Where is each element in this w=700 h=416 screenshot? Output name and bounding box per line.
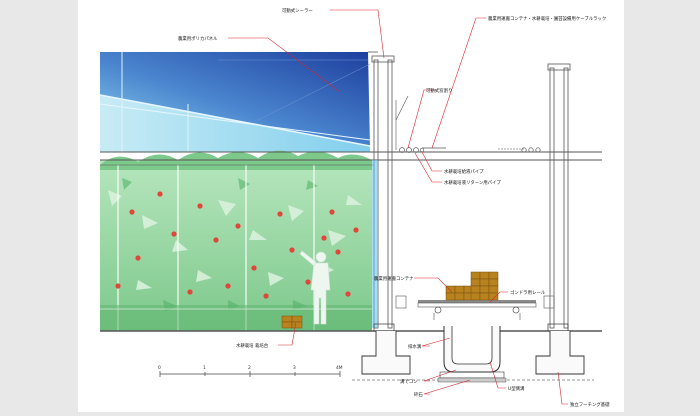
- scale-bar: 0 1 2 3 4M: [158, 365, 343, 377]
- bed-crates: [281, 315, 303, 329]
- label-return-pipe: 水耕栽培液リターン用パイプ: [444, 179, 501, 186]
- tomato-fruits: [115, 191, 359, 299]
- end-wall-glazing: [372, 160, 378, 328]
- leader-lines: [228, 9, 568, 405]
- scale-tick-1: 1: [203, 365, 206, 371]
- label-movable-shade: 可動式シーラー: [282, 7, 313, 14]
- label-polycarbonate-panel: 農業用ポリカパネル: [178, 35, 218, 42]
- label-hydroponic-bed: 水耕栽培 栽培台: [236, 342, 269, 349]
- scale-tick-3: 3: [293, 365, 296, 371]
- label-gravel: 砕石: [414, 391, 423, 398]
- gondola-cart: [395, 295, 555, 320]
- label-harvest-container: 農業用運搬コンテナ: [374, 275, 414, 282]
- label-irrigation-pipe: 水耕栽培給液パイプ: [444, 168, 484, 175]
- scale-tick-2: 2: [248, 365, 251, 371]
- scale-tick-0: 0: [158, 365, 161, 371]
- label-drain: 排水溝: [408, 343, 422, 350]
- label-gondola-rail: ゴンドラ用レール: [510, 289, 546, 296]
- harvest-crates: [445, 271, 499, 301]
- tomato-foliage: [100, 150, 372, 331]
- worker-silhouette: [299, 250, 331, 325]
- label-precast: 溝でコン: [400, 378, 418, 385]
- label-footing: 独立フーチング基礎: [570, 401, 610, 408]
- label-container-cable-rack: 農業用運搬コンテナ・水耕栽培・園芸設備用ケーブルラック: [488, 15, 606, 22]
- label-u-drain: U型側溝: [508, 385, 525, 392]
- ground-and-foundations: [100, 323, 602, 383]
- greenhouse-section-drawing: 可動式シーラー 農業用ポリカパネル 可動式窓割り 農業用運搬コンテナ・水耕栽培・…: [99, 7, 610, 408]
- drawing-sheet: 可動式シーラー 農業用ポリカパネル 可動式窓割り 農業用運搬コンテナ・水耕栽培・…: [78, 0, 624, 412]
- roof-glazing: [99, 52, 371, 152]
- label-movable-window: 可動式窓割り: [426, 87, 452, 94]
- scale-tick-4: 4M: [336, 365, 343, 371]
